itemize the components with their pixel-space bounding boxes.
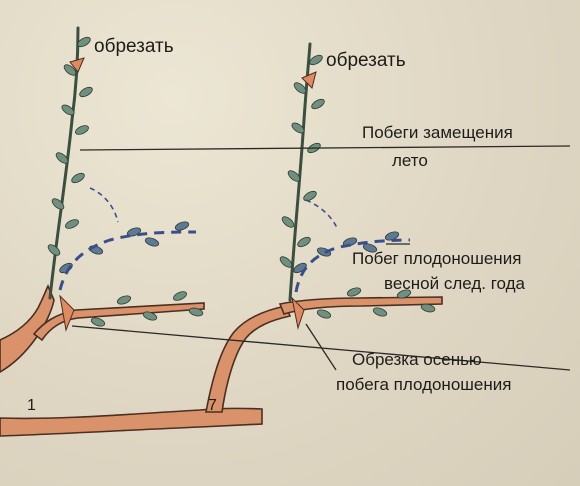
leaf xyxy=(188,307,204,317)
leaf xyxy=(77,36,91,48)
main-branch xyxy=(0,284,443,437)
leaf xyxy=(279,256,293,268)
leaf xyxy=(174,221,190,231)
right-top-cut-marker xyxy=(301,71,317,89)
label-fruiting-shoot: Побег плодоношения xyxy=(352,249,521,268)
leaf xyxy=(116,295,132,305)
leader-replacement xyxy=(79,145,571,151)
leaf xyxy=(144,237,160,247)
leaf xyxy=(396,289,412,299)
leader-lines xyxy=(71,145,571,371)
left-fruit-base xyxy=(32,302,205,342)
label-next-year-spring: весной след. года xyxy=(384,274,526,293)
right-dashed-shoot xyxy=(294,238,411,293)
leaf xyxy=(79,86,93,98)
leaves xyxy=(47,36,436,327)
right-vertical-shoot xyxy=(288,42,312,302)
label-summer: лето xyxy=(392,151,428,170)
label-of-fruiting-shoot: побега плодоношения xyxy=(336,375,511,394)
label-cut-left: обрезать xyxy=(94,36,174,57)
left-dashed-shoot xyxy=(58,230,197,291)
leaf xyxy=(75,125,89,135)
leaf xyxy=(297,236,311,248)
leaf xyxy=(71,172,85,184)
mark-1: 1 xyxy=(27,397,36,414)
leaf xyxy=(293,262,307,274)
leaf xyxy=(63,64,77,76)
leaf xyxy=(291,122,305,134)
leaf xyxy=(293,82,307,94)
leaf xyxy=(311,98,325,110)
leaf xyxy=(55,152,69,164)
label-cut-right: обрезать xyxy=(326,50,406,71)
leaf xyxy=(65,219,79,229)
main-branch-bottom xyxy=(0,407,263,437)
leaf xyxy=(303,190,317,202)
leader-autumn-right xyxy=(305,323,337,371)
leaf xyxy=(420,303,436,313)
leaf xyxy=(173,291,187,301)
leaf xyxy=(51,198,65,210)
leaf xyxy=(47,244,61,256)
leaf xyxy=(287,170,301,182)
leaf xyxy=(90,317,106,327)
right-fruit-base xyxy=(278,296,443,315)
right-base-cut-marker xyxy=(291,296,305,330)
leaf xyxy=(316,309,332,319)
left-top-cut-marker xyxy=(69,57,85,73)
left-arrow-curve xyxy=(89,187,119,223)
leaf xyxy=(309,54,323,66)
right-arrow-curve xyxy=(305,199,339,231)
leaf xyxy=(346,287,362,297)
left-curved-base xyxy=(0,284,55,373)
dashed-shoots xyxy=(58,187,411,293)
leaf xyxy=(281,216,295,228)
left-base-cut-marker xyxy=(59,294,75,332)
right-curved-base xyxy=(205,305,292,413)
vertical-shoots xyxy=(48,26,312,302)
leaf xyxy=(372,307,388,317)
leaf xyxy=(362,243,378,253)
cut-markers xyxy=(59,57,317,332)
leaf xyxy=(61,104,75,116)
label-autumn-pruning: Обрезка осенью xyxy=(352,350,482,369)
mark-7: 7 xyxy=(208,397,217,414)
leaf xyxy=(342,237,358,247)
label-replacement-shoots: Побеги замещения xyxy=(362,123,513,142)
leaf xyxy=(142,311,158,321)
